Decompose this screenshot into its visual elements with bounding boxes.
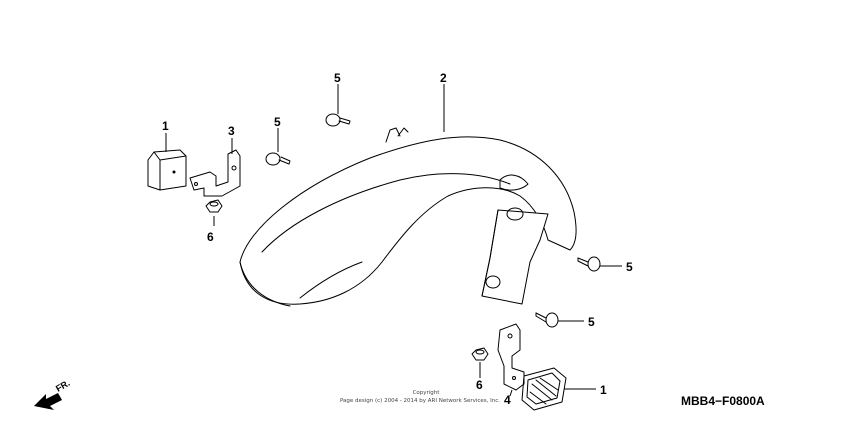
- callout-nut-left: 6: [207, 230, 214, 244]
- copyright-line-1: Copyright: [413, 390, 441, 396]
- callout-stay-left: 3: [228, 124, 235, 138]
- front-direction-arrow: FR.: [34, 378, 72, 410]
- nut-right[interactable]: [471, 347, 489, 361]
- callout-bolt-top-center: 5: [334, 71, 341, 85]
- pad-right[interactable]: [521, 367, 567, 411]
- bolt-top-left[interactable]: [265, 152, 291, 166]
- nut-left[interactable]: [205, 199, 223, 213]
- bolt-right-lower[interactable]: [535, 312, 559, 328]
- copyright-line-2: Page design (c) 2004 - 2014 by ARI Netwo…: [340, 398, 500, 404]
- pad-left[interactable]: [147, 149, 187, 191]
- stay-left[interactable]: [189, 149, 241, 197]
- front-fender[interactable]: [239, 127, 577, 307]
- callout-bolt-right-upper: 5: [626, 260, 633, 274]
- drawing-code: MBB4−F0800A: [681, 394, 765, 408]
- callout-bolt-right-lower: 5: [588, 315, 595, 329]
- callout-pad-right: 1: [600, 383, 607, 397]
- bolt-right-upper[interactable]: [577, 256, 601, 272]
- callout-nut-right: 6: [476, 378, 483, 392]
- leader-lines: [165, 84, 622, 397]
- callout-pad-left: 1: [162, 119, 169, 133]
- direction-label: FR.: [54, 378, 72, 394]
- stay-right[interactable]: [497, 323, 525, 391]
- callout-fender: 2: [440, 71, 447, 85]
- callout-bolt-top-left: 5: [274, 115, 281, 129]
- callout-stay-right: 4: [504, 393, 511, 407]
- bolt-top-center[interactable]: [325, 113, 351, 127]
